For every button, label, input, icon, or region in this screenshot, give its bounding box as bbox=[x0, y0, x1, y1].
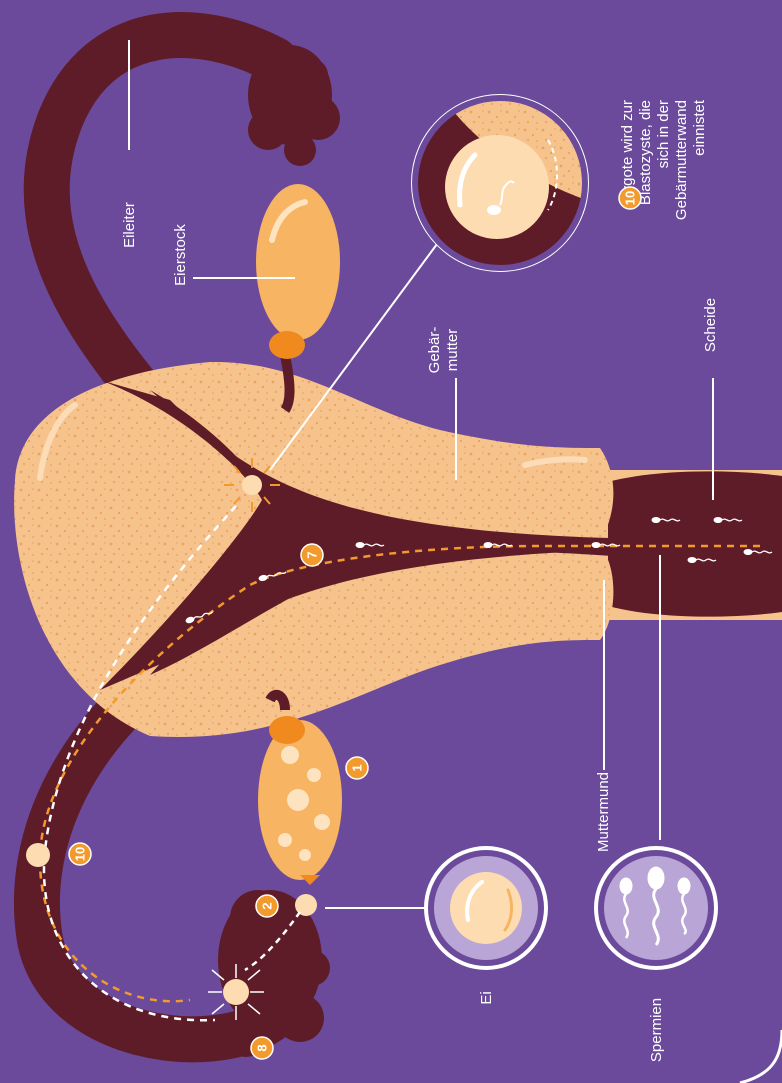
zygote-icon bbox=[26, 843, 50, 867]
label-ei: Ei bbox=[478, 991, 495, 1004]
label-muttermund: Muttermund bbox=[595, 772, 612, 852]
label-gebaermutter-2: mutter bbox=[444, 329, 461, 372]
marker-10-tube: 10 bbox=[69, 843, 91, 865]
svg-text:8: 8 bbox=[255, 1044, 270, 1051]
zygote-line-4: Gebärmutterwand bbox=[673, 100, 690, 220]
svg-text:1: 1 bbox=[350, 764, 365, 771]
marker-10-note: 10 bbox=[619, 187, 641, 209]
svg-text:7: 7 bbox=[305, 551, 320, 558]
zygote-line-3: sich in der bbox=[655, 100, 672, 168]
label-scheide: Scheide bbox=[702, 298, 719, 352]
svg-text:10: 10 bbox=[73, 847, 88, 861]
marker-1: 1 bbox=[346, 757, 368, 779]
svg-text:2: 2 bbox=[260, 902, 275, 909]
marker-2: 2 bbox=[256, 895, 278, 917]
label-gebaermutter-1: Gebär- bbox=[426, 327, 443, 374]
label-eierstock: Eierstock bbox=[172, 224, 189, 286]
marker-7: 7 bbox=[301, 544, 323, 566]
marker-8: 8 bbox=[251, 1037, 273, 1059]
svg-text:10: 10 bbox=[623, 191, 638, 205]
zygote-line-5: einnistet bbox=[691, 99, 708, 156]
label-spermien: Spermien bbox=[648, 998, 665, 1062]
zygote-line-2: Blastozyste, die bbox=[637, 100, 654, 205]
label-eileiter: Eileiter bbox=[121, 202, 138, 248]
